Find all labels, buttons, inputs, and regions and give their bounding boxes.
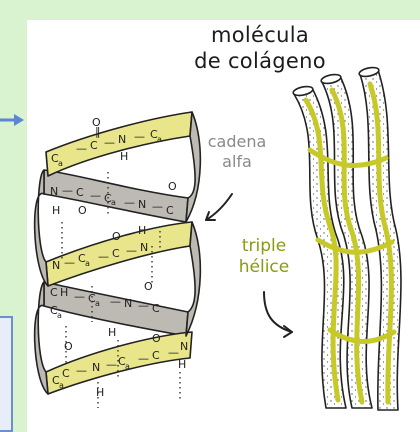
- svg-text:O: O: [112, 230, 121, 243]
- svg-text:—: —: [152, 200, 163, 213]
- svg-text:—: —: [126, 244, 137, 257]
- svg-text:N: N: [52, 259, 60, 272]
- svg-text:N: N: [138, 198, 146, 211]
- svg-text:—: —: [64, 256, 75, 269]
- svg-text:O: O: [168, 180, 177, 193]
- svg-text:a: a: [157, 135, 162, 144]
- svg-text:C: C: [62, 367, 70, 380]
- svg-text:—: —: [98, 250, 109, 263]
- alpha-chain-arrow: [206, 194, 232, 220]
- svg-text:—: —: [62, 184, 73, 197]
- svg-text:C: C: [112, 247, 120, 260]
- svg-text:O: O: [152, 332, 161, 345]
- svg-text:O: O: [64, 340, 73, 353]
- svg-text:C: C: [152, 349, 160, 362]
- svg-text:C: C: [152, 302, 160, 315]
- svg-text:a: a: [58, 159, 63, 168]
- svg-text:a: a: [111, 198, 116, 207]
- svg-text:—: —: [104, 136, 115, 149]
- svg-text:—: —: [138, 299, 149, 312]
- svg-text:N: N: [50, 185, 58, 198]
- svg-text:—: —: [110, 295, 121, 308]
- svg-text:a: a: [85, 259, 90, 268]
- svg-text:N: N: [118, 133, 126, 146]
- svg-text:—: —: [76, 142, 87, 155]
- svg-text:O: O: [144, 280, 153, 293]
- svg-text:C: C: [76, 186, 84, 199]
- svg-text:a: a: [95, 299, 100, 308]
- svg-text:C: C: [90, 139, 98, 152]
- svg-text:H: H: [108, 326, 116, 339]
- svg-text:—: —: [134, 130, 145, 143]
- svg-text:N: N: [124, 297, 132, 310]
- svg-text:—: —: [138, 352, 149, 365]
- svg-text:—: —: [76, 364, 87, 377]
- svg-text:N: N: [180, 340, 188, 353]
- svg-text:H: H: [138, 224, 146, 237]
- svg-text:a: a: [125, 362, 130, 371]
- svg-text:a: a: [57, 311, 62, 320]
- svg-text:—: —: [106, 358, 117, 371]
- svg-text:‖: ‖: [95, 125, 101, 138]
- svg-text:N: N: [140, 241, 148, 254]
- svg-text:H: H: [96, 386, 104, 399]
- svg-text:O: O: [78, 204, 87, 217]
- pointer-arrows: [206, 194, 292, 337]
- triple-helix-arrow: [264, 292, 292, 332]
- svg-text:H: H: [52, 204, 60, 217]
- svg-text:—: —: [74, 290, 85, 303]
- svg-text:H: H: [178, 358, 186, 371]
- svg-text:N: N: [92, 361, 100, 374]
- svg-text:H: H: [120, 150, 128, 163]
- svg-text:C: C: [50, 286, 58, 299]
- svg-text:—: —: [90, 189, 101, 202]
- svg-text:H: H: [60, 286, 68, 299]
- triple-helix: [292, 66, 401, 410]
- svg-text:—: —: [124, 196, 135, 209]
- svg-text:a: a: [59, 381, 64, 390]
- svg-text:C: C: [166, 204, 174, 217]
